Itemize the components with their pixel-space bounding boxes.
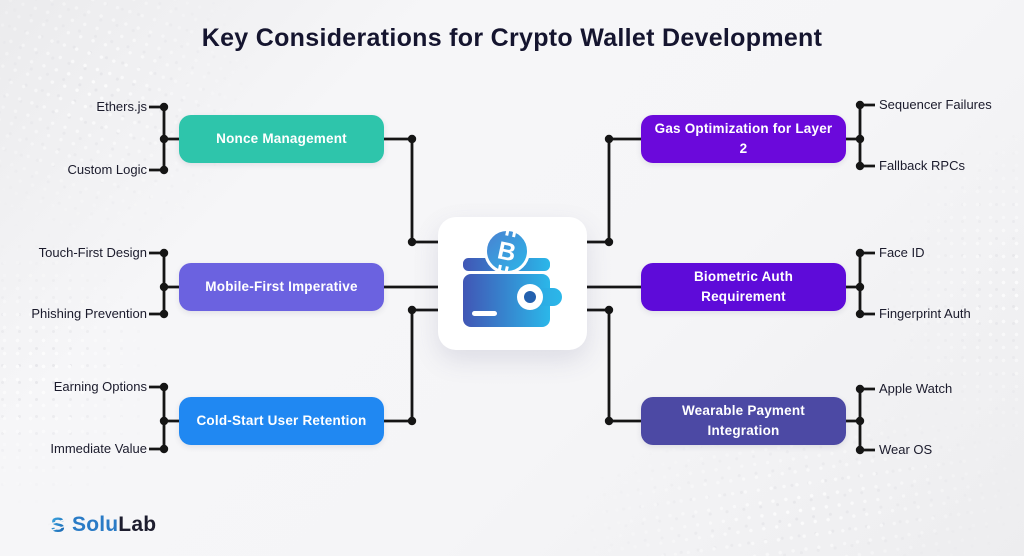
wallet-card-slot [472, 311, 497, 316]
node-box-mobile-first-imperative: Mobile-First Imperative [179, 263, 384, 311]
leaf-label-custom-logic: Custom Logic [67, 162, 147, 177]
brand-name-secondary: Lab [118, 513, 157, 536]
node-box-cold-start-user-retention: Cold-Start User Retention [179, 397, 384, 445]
wallet-clasp [517, 284, 562, 310]
leaf-label-face-id: Face ID [879, 245, 925, 260]
solulab-logo-icon: S [48, 515, 68, 535]
node-box-biometric-auth-requirement: Biometric Auth Requirement [641, 263, 846, 311]
leaf-label-touch-first-design: Touch-First Design [38, 245, 147, 260]
node-box-nonce-management: Nonce Management [179, 115, 384, 163]
leaf-label-sequencer-failures: Sequencer Failures [879, 97, 992, 112]
svg-text:B: B [495, 236, 518, 267]
svg-text:S: S [51, 515, 65, 535]
node-box-wearable-payment-integration: Wearable Payment Integration [641, 397, 846, 445]
leaf-label-wear-os: Wear OS [879, 442, 933, 457]
right-center-connectors [583, 134, 641, 426]
left-center-connectors [384, 134, 442, 426]
leaf-label-earning-options: Earning Options [53, 379, 147, 394]
leaf-label-apple-watch: Apple Watch [879, 381, 953, 396]
page-title: Key Considerations for Crypto Wallet Dev… [201, 24, 823, 52]
bitcoin-coin: B [484, 228, 530, 274]
solulab-logo: S SoluLab [48, 512, 156, 538]
node-box-gas-optimization-layer-2: Gas Optimization for Layer 2 [641, 115, 846, 163]
leaf-label-immediate-value: Immediate Value [50, 441, 147, 456]
left-leaf-connectors [149, 102, 179, 454]
leaf-label-ethers-js: Ethers.js [96, 99, 147, 114]
brand-name-primary: Solu [72, 513, 119, 536]
center-card: B [438, 217, 587, 350]
leaf-label-fingerprint-auth: Fingerprint Auth [879, 306, 971, 321]
right-leaf-connectors [846, 100, 875, 455]
leaf-label-fallback-rpcs: Fallback RPCs [879, 158, 965, 173]
bitcoin-wallet-icon: B [463, 228, 562, 327]
leaf-label-phishing-prevention: Phishing Prevention [31, 306, 147, 321]
